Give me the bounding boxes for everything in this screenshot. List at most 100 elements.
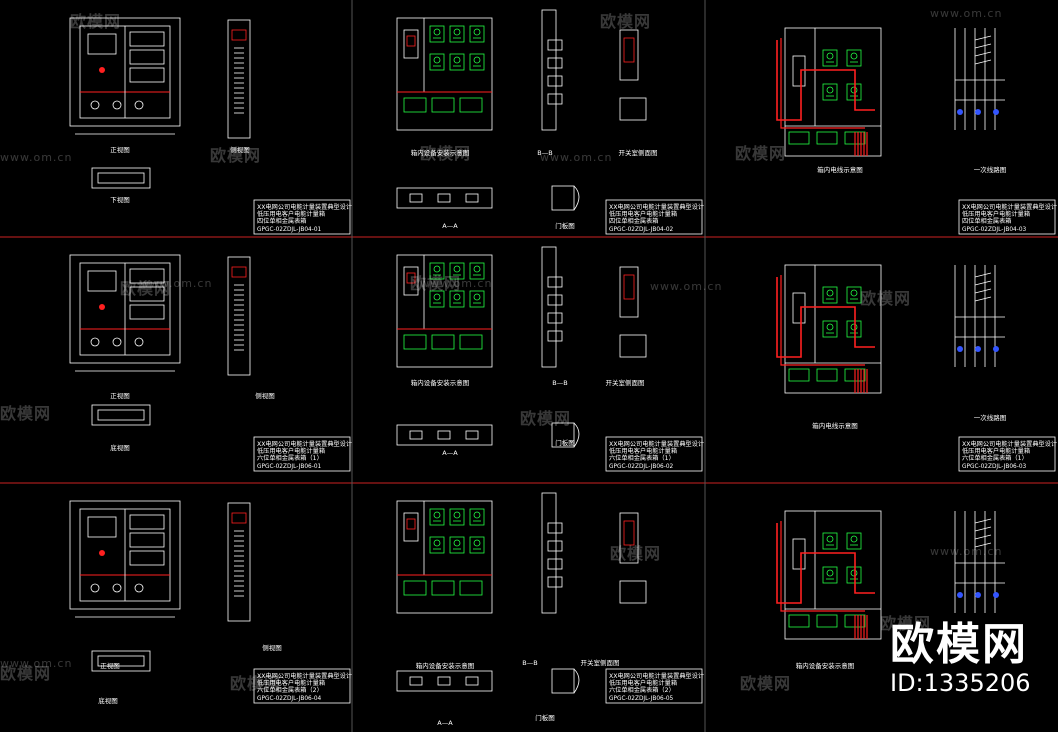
meter-symbol — [429, 290, 445, 308]
view-label: 门板图 — [555, 221, 575, 230]
meter-symbol — [846, 320, 862, 338]
title-text: 六位单相金属表箱（1） — [609, 454, 675, 462]
panel-1: 正视图侧视图下视图XX电网公司电能计量装置典型设计低压用电客户电能计量箱四位单相… — [69, 17, 352, 235]
line — [974, 288, 992, 294]
view-label: 开关室侧面图 — [581, 658, 620, 667]
handle — [90, 583, 100, 593]
panel-7: 正视图侧视图底视图XX电网公司电能计量装置典型设计低压用电客户电能计量箱六位单相… — [69, 500, 352, 705]
meter-window — [129, 304, 165, 320]
main-breaker — [792, 538, 806, 570]
switch-red — [623, 520, 635, 546]
view-label: 开关室侧面图 — [606, 378, 645, 387]
view-label: 正视图 — [110, 391, 130, 400]
lock-mark — [99, 550, 105, 556]
title-block: XX电网公司电能计量装置典型设计低压用电客户电能计量箱六位单相金属表箱（1）GP… — [253, 436, 352, 472]
handle — [90, 337, 100, 347]
device-dot — [957, 109, 963, 115]
view-label: 箱内设备安装示意图 — [416, 661, 475, 670]
meter-window — [129, 67, 165, 83]
title-text: 四位单相金属表箱 — [609, 217, 659, 225]
cabinet-inside — [396, 254, 493, 368]
meter-symbol — [449, 290, 465, 308]
meter-symbol — [449, 25, 465, 43]
brand-logo: 欧模网 — [890, 619, 1028, 670]
meter-symbol — [449, 262, 465, 280]
line — [974, 272, 992, 278]
meter-window — [129, 514, 165, 530]
title-text: XX电网公司电能计量装置典型设计 — [609, 672, 704, 680]
breaker — [403, 266, 419, 296]
title-block: XX电网公司电能计量装置典型设计低压用电客户电能计量箱六位单相金属表箱（1）GP… — [958, 436, 1057, 472]
meter-dial — [473, 293, 481, 301]
meter-dial — [826, 323, 834, 331]
handle — [90, 100, 100, 110]
meter-dial — [850, 289, 858, 297]
title-text: 六位单相金属表箱（1） — [257, 454, 323, 462]
terminal-block — [403, 334, 427, 350]
meter-window — [87, 270, 117, 292]
view-label: 底视图 — [110, 443, 130, 452]
title-text: XX电网公司电能计量装置典型设计 — [257, 440, 352, 448]
view-label: 一次线路图 — [974, 165, 1007, 174]
title-block: XX电网公司电能计量装置典型设计低压用电客户电能计量箱六位单相金属表箱（2）GP… — [253, 668, 352, 704]
section-aa — [396, 187, 493, 209]
meter-dial — [433, 293, 441, 301]
door-panel — [551, 422, 575, 448]
meter-symbol — [449, 53, 465, 71]
title-text: 低压用电客户电能计量箱 — [609, 679, 677, 687]
section-bb — [541, 9, 557, 131]
section-aa — [396, 424, 493, 446]
meter-window — [129, 268, 165, 284]
cabinet-side — [227, 502, 251, 622]
cabinet-inside — [396, 17, 493, 131]
view-label: A—A — [442, 449, 458, 457]
line — [974, 35, 992, 41]
door-panel — [551, 668, 575, 694]
door-swing — [573, 668, 580, 694]
wiring-red — [780, 521, 865, 612]
brand-id: ID:1335206 — [890, 669, 1031, 697]
title-text: 低压用电客户电能计量箱 — [609, 210, 677, 218]
handle — [112, 583, 122, 593]
view-label: 门板图 — [535, 713, 555, 722]
panel-9: 箱内设备安装示意图 — [776, 510, 1005, 670]
title-text: XX电网公司电能计量装置典型设计 — [257, 203, 352, 211]
line — [974, 534, 992, 540]
cabinet-front — [69, 500, 181, 610]
view-label: B—B — [552, 379, 567, 387]
wiring-red — [776, 277, 875, 358]
meter-dial — [433, 511, 441, 519]
meter-symbol — [429, 536, 445, 554]
switch-detail — [619, 580, 647, 604]
meter-dial — [850, 86, 858, 94]
cabinet-bottom — [91, 167, 151, 189]
view-label: 正视图 — [100, 661, 120, 670]
drawing-code: GPGC-02ZDJL-JB06-05 — [609, 696, 674, 702]
cabinet-bottom — [91, 650, 151, 672]
view-label: 箱内设备安装示意图 — [796, 661, 855, 670]
cabinet-inside — [396, 500, 493, 614]
view-label: 箱内设备安装示意图 — [411, 378, 470, 387]
breaker-red — [406, 272, 416, 284]
meter-dial — [850, 569, 858, 577]
breaker-red — [406, 518, 416, 530]
meter-symbol — [822, 49, 838, 67]
view-label: A—A — [442, 222, 458, 230]
line — [974, 526, 992, 532]
section-bb — [541, 246, 557, 368]
drawing-code: GPGC-02ZDJL-JB04-01 — [257, 227, 322, 233]
view-label: 侧视图 — [255, 391, 275, 400]
wiring-red — [776, 523, 875, 604]
drawing-code: GPGC-02ZDJL-JB06-03 — [962, 464, 1027, 470]
drawing-code: GPGC-02ZDJL-JB04-02 — [609, 227, 674, 233]
title-text: XX电网公司电能计量装置典型设计 — [962, 203, 1057, 211]
line — [974, 43, 992, 49]
meter-dial — [473, 56, 481, 64]
view-label: 侧视图 — [262, 643, 282, 652]
terminal-block — [431, 580, 455, 596]
meter-dial — [826, 289, 834, 297]
terminal-block — [403, 580, 427, 596]
view-label: 正视图 — [110, 145, 130, 154]
panel-6: 箱内电线示意图一次线路图XX电网公司电能计量装置典型设计低压用电客户电能计量箱六… — [776, 264, 1057, 472]
meter-symbol — [469, 262, 485, 280]
